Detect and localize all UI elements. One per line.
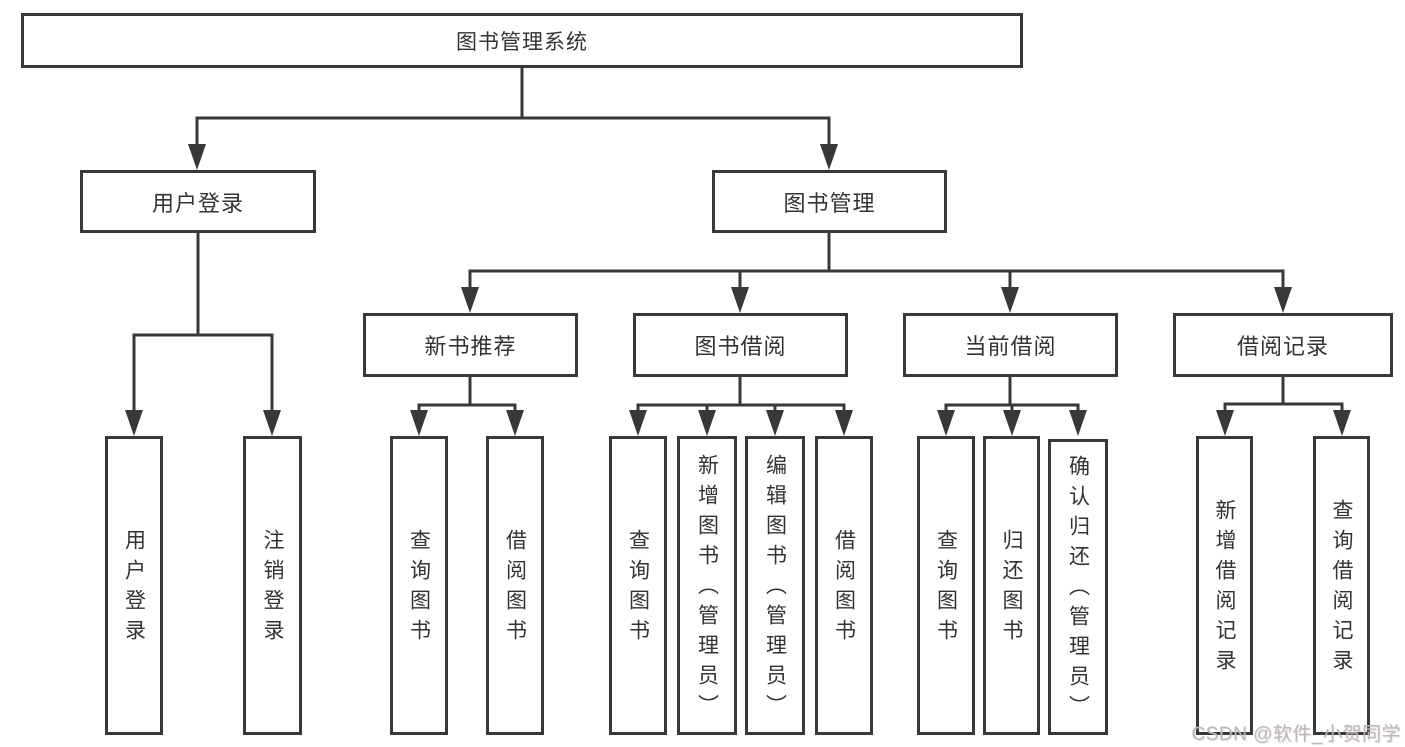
arrowhead: [835, 410, 853, 436]
node-current-confirm: 确认归还（管理员）: [1048, 439, 1108, 735]
node-newbook-query: 查询图书: [390, 436, 448, 735]
node-records: 借阅记录: [1173, 313, 1393, 377]
node-newbook-borrow: 借阅图书: [486, 436, 544, 735]
node-borrow-edit: 编辑图书（管理员）: [745, 436, 805, 735]
node-records-query: 查询借阅记录: [1313, 436, 1370, 735]
node-borrow-query: 查询图书: [609, 436, 667, 735]
arrowhead: [698, 410, 716, 436]
node-newbook: 新书推荐: [363, 313, 578, 377]
csdn-watermark: CSDN @软件_小贺同学: [1191, 724, 1401, 745]
arrowhead: [1069, 410, 1087, 436]
arrowhead: [937, 410, 955, 436]
arrowhead: [188, 144, 206, 170]
arrowhead: [1001, 287, 1019, 313]
arrowhead: [1333, 410, 1351, 436]
arrowhead: [506, 410, 524, 436]
arrowhead: [263, 410, 281, 436]
node-login-user: 用户登录: [105, 436, 163, 735]
node-login-logout: 注销登录: [243, 436, 302, 735]
node-login: 用户登录: [80, 170, 316, 233]
arrowhead: [1003, 410, 1021, 436]
node-root: 图书管理系统: [21, 13, 1023, 68]
arrowhead: [1216, 410, 1234, 436]
node-borrow-borrow: 借阅图书: [815, 436, 873, 735]
node-records-add: 新增借阅记录: [1196, 436, 1253, 735]
arrowhead: [820, 144, 838, 170]
node-mgmt: 图书管理: [712, 170, 947, 233]
node-current-query: 查询图书: [917, 436, 975, 735]
node-borrow-add: 新增图书（管理员）: [677, 436, 737, 735]
node-current-return: 归还图书: [983, 436, 1040, 735]
arrowhead: [410, 410, 428, 436]
arrowhead: [731, 287, 749, 313]
node-current: 当前借阅: [903, 313, 1118, 377]
arrowhead: [125, 410, 143, 436]
arrowheads: [125, 144, 1351, 436]
arrowhead: [1274, 287, 1292, 313]
arrowhead: [766, 410, 784, 436]
arrowhead: [629, 410, 647, 436]
node-borrow: 图书借阅: [633, 313, 848, 377]
arrowhead: [461, 287, 479, 313]
